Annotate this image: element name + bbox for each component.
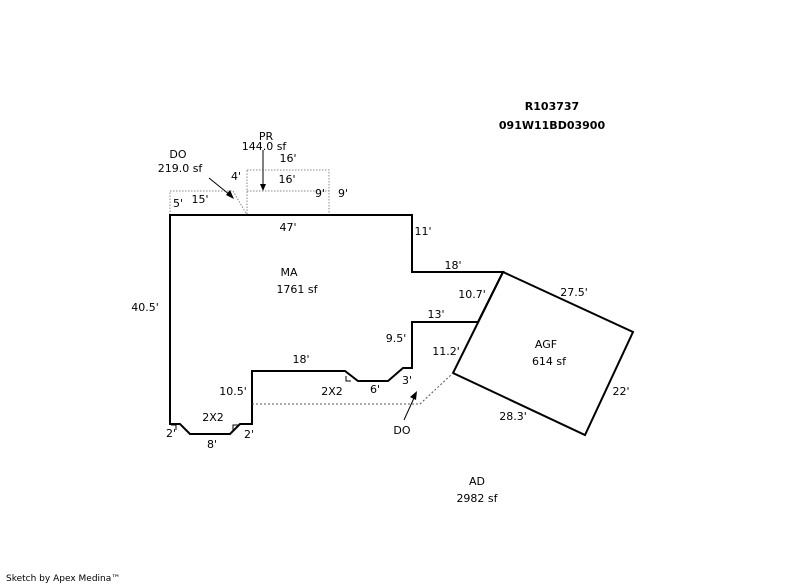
dim-ma-bottom-width: 8' — [207, 438, 217, 451]
do-lower-arrow-head — [410, 391, 417, 400]
do-upper-code-label: DO — [169, 148, 186, 161]
ad-area-label: 2982 sf — [456, 492, 498, 505]
do-upper-arrow-head — [226, 190, 234, 199]
notch-mark-inner — [345, 376, 351, 382]
agf-outline — [451, 270, 635, 437]
dim-ma-bottom-left: 2' — [166, 427, 176, 440]
dim-agf-right: 22' — [612, 385, 629, 398]
dim-agf-top: 27.5' — [560, 286, 588, 299]
dim-agf-bottom: 28.3' — [499, 410, 527, 423]
dim-pr-top: 16' — [279, 152, 296, 165]
do-outline — [169, 190, 248, 216]
pr-area-label: 144.0 sf — [242, 140, 288, 153]
pr-code-label: PR — [259, 130, 274, 143]
notch-mark-right — [232, 424, 238, 430]
dim-pr-inner: 16' — [278, 173, 295, 186]
ad-code-label: AD — [469, 475, 485, 488]
do-upper-arrow — [208, 177, 231, 196]
map-number: 091W11BD03900 — [499, 119, 606, 132]
dim-ma-step-top: 18' — [444, 259, 461, 272]
dim-ma-left: 40.5' — [131, 301, 159, 314]
dim-ma-bottom-notch: 2X2 — [202, 411, 224, 424]
agf-area-label: 614 sf — [532, 355, 567, 368]
dim-do-left: 5' — [173, 197, 183, 210]
dim-ma-step-right: 11' — [414, 225, 431, 238]
dim-pr-right-outer: 9' — [338, 187, 348, 200]
do-lower-outline — [252, 372, 454, 405]
dim-ma-inner-rise: 3' — [402, 374, 412, 387]
notch-mark-left — [171, 424, 177, 430]
dim-agf-left-upper: 10.7' — [458, 288, 486, 301]
parcel-id: R103737 — [525, 100, 579, 113]
dim-pr-left: 4' — [231, 170, 241, 183]
dim-pr-right-inner: 9' — [315, 187, 325, 200]
pr-arrow-head — [260, 184, 266, 191]
dim-ma-inner-top: 18' — [292, 353, 309, 366]
agf-code-label: AGF — [535, 338, 557, 351]
dim-do-top: 15' — [191, 193, 208, 206]
ma-outline — [169, 214, 505, 435]
ma-code-label: MA — [280, 266, 297, 279]
dim-ma-top: 47' — [279, 221, 296, 234]
dim-ma-inner-notch: 2X2 — [321, 385, 343, 398]
dim-ma-notch-side: 9.5' — [386, 332, 407, 345]
do-upper-area-label: 219.0 sf — [158, 162, 204, 175]
dim-agf-left-lower: 11.2' — [432, 345, 460, 358]
dim-ma-inner-side: 10.5' — [219, 385, 247, 398]
ma-area-label: 1761 sf — [276, 283, 318, 296]
dim-ma-notch-right: 13' — [427, 308, 444, 321]
do-lower-code-label: DO — [393, 424, 410, 437]
dim-ma-bottom-right: 2' — [244, 428, 254, 441]
dim-ma-inner-short: 6' — [370, 383, 380, 396]
do-lower-arrow — [403, 397, 415, 421]
sketch-credit: Sketch by Apex Medina™ — [6, 574, 121, 584]
